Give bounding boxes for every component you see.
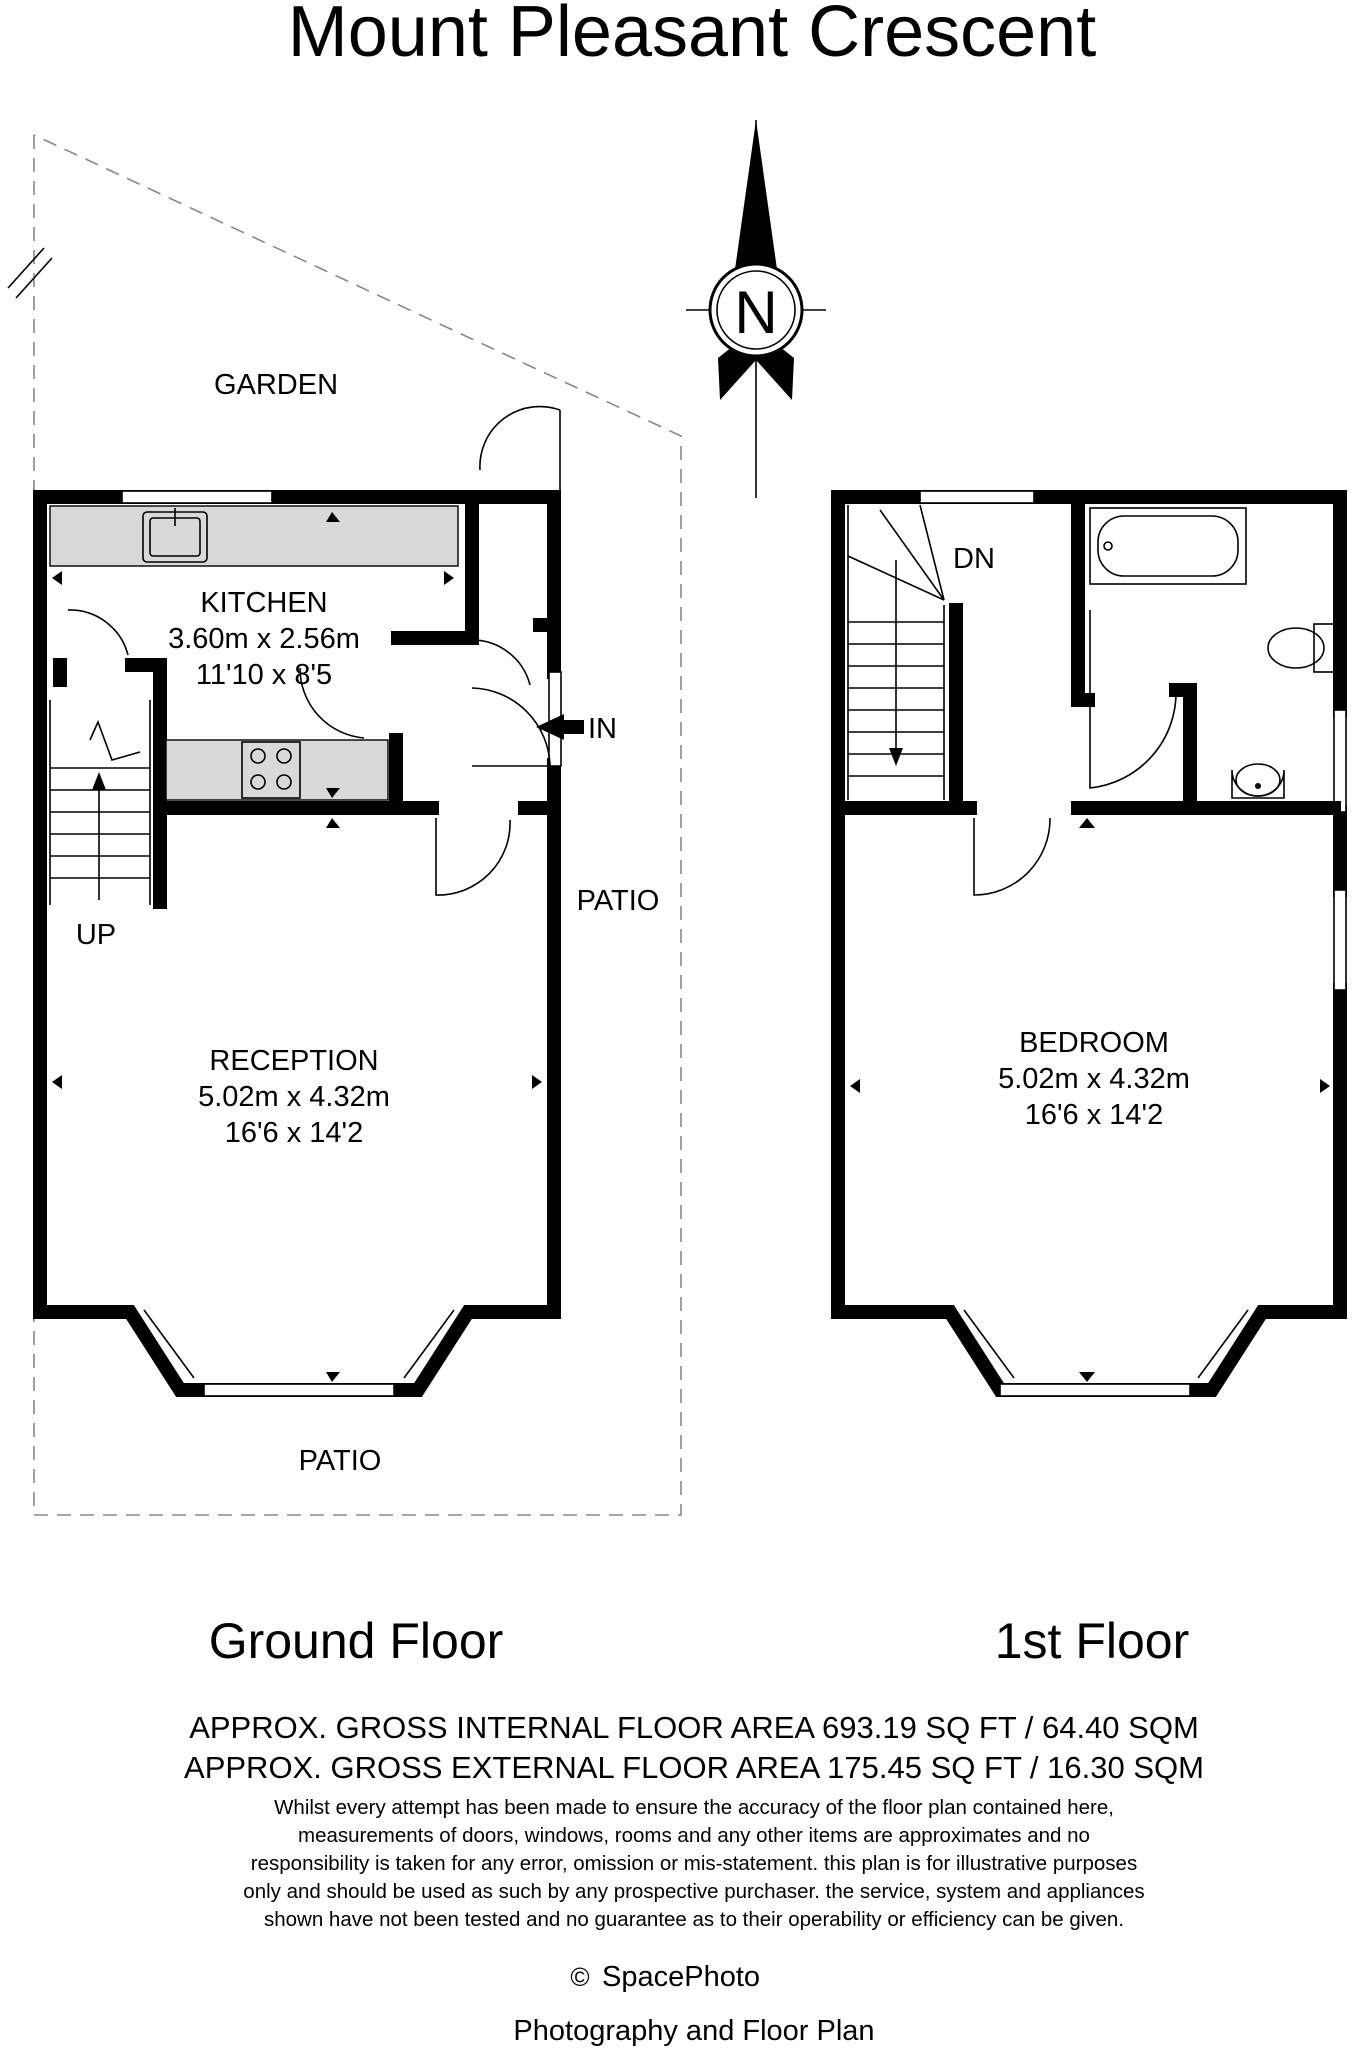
reception-metric: 5.02m x 4.32m <box>198 1081 390 1113</box>
reception-name: RECEPTION <box>209 1045 378 1077</box>
stairs-down-label: DN <box>953 543 995 575</box>
garden-gate <box>7 247 53 299</box>
ground-floor-label: Ground Floor <box>209 1613 504 1669</box>
disclaimer-line-5: shown have not been tested and no guaran… <box>264 1908 1124 1931</box>
internal-area: APPROX. GROSS INTERNAL FLOOR AREA 693.19… <box>189 1710 1199 1745</box>
bath-icon <box>1089 507 1247 585</box>
reception-imperial: 16'6 x 14'2 <box>225 1117 363 1149</box>
copyright-icon: © <box>570 1962 589 1992</box>
disclaimer-line-2: measurements of doors, windows, rooms an… <box>298 1824 1090 1847</box>
entrance-arrow-icon <box>536 714 584 740</box>
credit-company: SpacePhoto <box>602 1961 760 1993</box>
bedroom-bay-window <box>949 1309 1263 1397</box>
first-floor-outer-wall <box>831 490 1347 1397</box>
credit-tagline: Photography and Floor Plan <box>513 2015 874 2047</box>
first-floor-plan: DN BEDROOM 5.02m x 4.32m 16'6 x 14'2 <box>831 490 1347 1397</box>
plan-title: Mount Pleasant Crescent <box>288 0 1096 72</box>
north-compass-icon: N <box>686 120 826 498</box>
kitchen-worktop <box>49 505 459 567</box>
stairs-down-icon <box>847 504 945 800</box>
basin-icon <box>1231 763 1285 799</box>
patio-front-label: PATIO <box>299 1445 382 1477</box>
ground-floor-plan: GARDEN KITCHEN 3.60m x 2.56m 11'10 x 8'5… <box>7 134 682 1516</box>
bedroom-name: BEDROOM <box>1019 1027 1169 1059</box>
kitchen-window <box>121 490 273 504</box>
kitchen-metric: 3.60m x 2.56m <box>168 623 360 655</box>
kitchen-hob-counter <box>165 739 389 801</box>
first-floor-label: 1st Floor <box>995 1613 1190 1669</box>
external-area: APPROX. GROSS EXTERNAL FLOOR AREA 175.45… <box>184 1750 1204 1785</box>
kitchen-sink-icon <box>142 508 208 563</box>
stairs-up-icon <box>49 609 151 905</box>
bedroom-imperial: 16'6 x 14'2 <box>1025 1099 1163 1131</box>
stairs-up-label: UP <box>76 919 116 951</box>
toilet-icon <box>1267 623 1337 673</box>
entrance-door <box>471 687 551 767</box>
entrance-label: IN <box>588 713 617 745</box>
bedroom-metric: 5.02m x 4.32m <box>998 1063 1190 1095</box>
landing-window <box>919 490 1035 504</box>
reception-bay-window <box>129 1309 469 1397</box>
garden-label: GARDEN <box>214 369 338 401</box>
disclaimer-line-3: responsibility is taken for any error, o… <box>251 1852 1137 1875</box>
disclaimer-line-4: only and should be used as such by any p… <box>243 1880 1144 1903</box>
patio-side-label: PATIO <box>577 885 660 917</box>
disclaimer-line-1: Whilst every attempt has been made to en… <box>274 1796 1114 1819</box>
kitchen-name: KITCHEN <box>200 587 327 619</box>
hob-icon <box>241 741 301 799</box>
kitchen-imperial: 11'10 x 8'5 <box>196 659 332 691</box>
compass-label: N <box>734 279 777 346</box>
